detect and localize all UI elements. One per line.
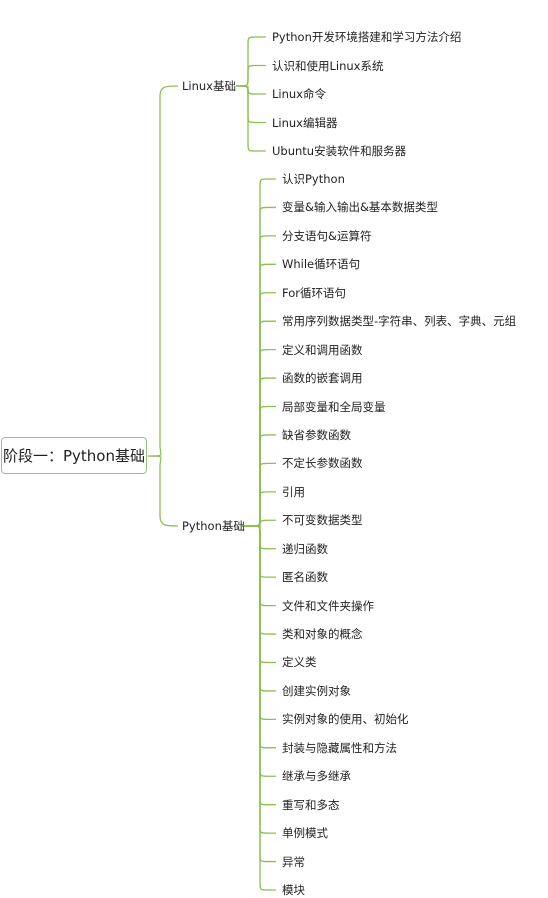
root-node[interactable]: 阶段一：Python基础: [1, 437, 147, 474]
leaf-node[interactable]: 异常: [282, 854, 305, 869]
branch-to-leaf-line-1-8: [242, 405, 276, 527]
leaf-node[interactable]: 定义类: [282, 655, 317, 670]
leaf-node[interactable]: 类和对象的概念: [282, 627, 363, 642]
leaf-node[interactable]: 缺省参数函数: [282, 427, 351, 442]
branch-to-leaf-line-1-1: [242, 206, 276, 527]
leaf-node[interactable]: 定义和调用函数: [282, 342, 363, 357]
branch-to-leaf-line-1-17: [242, 525, 276, 664]
branch-to-leaf-line-1-10: [242, 462, 276, 527]
leaf-node[interactable]: 局部变量和全局变量: [282, 399, 386, 414]
leaf-node[interactable]: 实例对象的使用、初始化: [282, 712, 409, 727]
branch-to-leaf-line-1-21: [242, 525, 276, 777]
branch-to-leaf-line-1-22: [242, 525, 276, 806]
leaf-node[interactable]: 单例模式: [282, 826, 328, 841]
root-to-branch-line-0: [147, 85, 179, 457]
branch-to-leaf-line-0-2: [236, 85, 266, 95]
branch-to-leaf-line-1-15: [242, 525, 276, 607]
branch-to-leaf-line-1-6: [242, 348, 276, 527]
leaf-node[interactable]: 匿名函数: [282, 570, 328, 585]
branch-to-leaf-line-1-18: [242, 525, 276, 692]
branch-to-leaf-line-1-24: [242, 525, 276, 863]
branch-to-leaf-line-1-4: [242, 292, 276, 527]
leaf-node[interactable]: 认识Python: [282, 172, 345, 186]
branch-to-leaf-line-1-3: [242, 263, 276, 527]
leaf-node[interactable]: Linux命令: [272, 87, 326, 101]
leaf-node[interactable]: Ubuntu安装软件和服务器: [272, 144, 407, 158]
branch-to-leaf-line-1-25: [242, 525, 276, 891]
branch-to-leaf-line-0-3: [236, 85, 266, 124]
leaf-node[interactable]: 常用序列数据类型-字符串、列表、字典、元组: [282, 314, 517, 329]
branch-to-leaf-line-0-1: [236, 64, 266, 87]
branch-node-linux[interactable]: Linux基础: [182, 79, 236, 93]
branch-to-leaf-line-1-23: [242, 525, 276, 834]
leaf-node[interactable]: Python开发环境搭建和学习方法介绍: [272, 30, 462, 44]
branch-to-leaf-line-1-2: [242, 235, 276, 527]
branch-to-leaf-line-1-16: [242, 525, 276, 635]
leaf-node[interactable]: 封装与隐藏属性和方法: [282, 740, 397, 755]
leaf-node[interactable]: 创建实例对象: [282, 683, 351, 698]
branch-to-leaf-line-1-20: [242, 525, 276, 749]
branch-node-python[interactable]: Python基础: [182, 519, 245, 533]
root-to-branch-line-1: [147, 455, 179, 527]
leaf-node[interactable]: 分支语句&运算符: [282, 228, 372, 243]
leaf-node[interactable]: 重写和多态: [282, 797, 340, 812]
branch-to-leaf-line-0-4: [236, 85, 266, 152]
branch-to-leaf-line-1-13: [242, 525, 276, 550]
leaf-node[interactable]: 继承与多继承: [282, 769, 351, 784]
leaf-node[interactable]: 不可变数据类型: [282, 513, 363, 528]
leaf-node[interactable]: 认识和使用Linux系统: [272, 58, 384, 73]
branch-to-leaf-line-1-9: [242, 434, 276, 527]
leaf-node[interactable]: Linux编辑器: [272, 115, 338, 130]
branch-to-leaf-line-1-7: [242, 377, 276, 527]
branch-to-leaf-line-0-0: [236, 36, 266, 87]
leaf-node[interactable]: 文件和文件夹操作: [282, 598, 374, 613]
leaf-node[interactable]: 函数的嵌套调用: [282, 371, 363, 386]
leaf-node[interactable]: 不定长参数函数: [282, 456, 363, 471]
leaf-node[interactable]: 引用: [282, 484, 305, 499]
leaf-node[interactable]: 模块: [282, 883, 305, 897]
leaf-node[interactable]: For循环语句: [282, 285, 346, 300]
leaf-node[interactable]: 递归函数: [282, 541, 328, 556]
leaf-node[interactable]: While循环语句: [282, 257, 361, 272]
branch-to-leaf-line-1-14: [242, 525, 276, 578]
leaf-node[interactable]: 变量&输入输出&基本数据类型: [282, 200, 438, 215]
branch-to-leaf-line-1-5: [242, 320, 276, 527]
branch-to-leaf-line-1-0: [242, 178, 276, 527]
